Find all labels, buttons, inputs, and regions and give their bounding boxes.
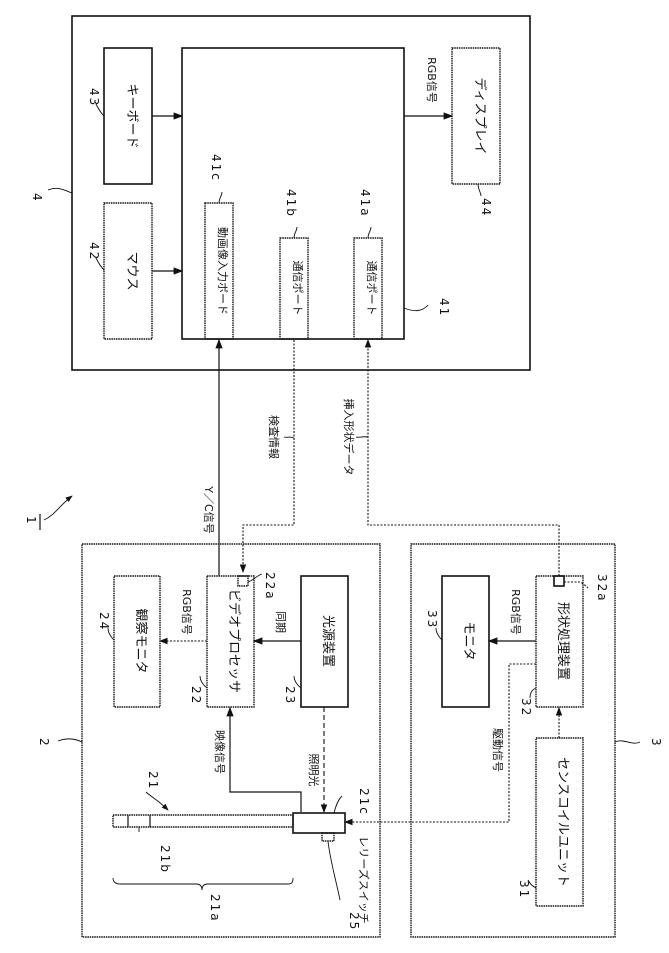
svg-text:4: 4 (30, 193, 44, 203)
mouse-label: マウス (124, 251, 139, 290)
drive-signal-label: 駆動信号 (491, 728, 505, 772)
operation-part-ref: 21c (334, 788, 371, 816)
drive-signal-line (345, 664, 536, 822)
video-processor-ref: 22 (189, 676, 207, 705)
endoscope-rgb-label: RGB信号 (180, 589, 193, 635)
svg-text:24: 24 (97, 612, 111, 631)
svg-text:21a: 21a (208, 894, 222, 923)
svg-text:41c: 41c (209, 154, 223, 182)
comm-port-a-label: 通信ポート (365, 261, 378, 316)
display-ref: 44 (478, 184, 493, 217)
shape-monitor-ref: 33 (425, 610, 442, 640)
light-source-label: 光源装置 (320, 615, 335, 667)
svg-text:22: 22 (189, 686, 203, 705)
comm-port-b-ref: 41b (284, 189, 298, 238)
exam-info-label: 検査情報 (267, 415, 281, 459)
shape-monitor-label: モニタ (461, 621, 476, 660)
display-rgb-signal-label: RGB信号 (425, 57, 438, 103)
insertion-shape-data-label: 挿入形状データ (342, 399, 356, 476)
shape-detector-ref: 3 (615, 738, 663, 748)
mouse-ref: 42 (87, 242, 104, 270)
keyboard-ref: 43 (87, 88, 104, 116)
svg-text:41: 41 (437, 298, 451, 317)
shape-rgb-label: RGB信号 (509, 589, 522, 635)
observation-monitor-ref: 24 (97, 612, 114, 640)
shape-processor-ref: 32 (519, 688, 536, 717)
svg-text:31: 31 (517, 880, 531, 899)
release-switch-body (322, 833, 334, 841)
release-switch-label: レリーズスイッチ (357, 836, 371, 923)
scope-insertion-tube (113, 815, 293, 827)
processor-port-ref: 22a (248, 572, 277, 601)
svg-text:21b: 21b (158, 845, 172, 874)
coil-ref: 21b (139, 827, 172, 874)
scope-ref: 21 (146, 771, 168, 810)
release-switch-ref: 25 レリーズスイッチ (328, 836, 371, 931)
svg-text:32: 32 (519, 698, 533, 717)
svg-text:33: 33 (425, 610, 439, 629)
insertion-shape-data-line (368, 340, 559, 576)
sense-coil-unit-label: センスコイルユニット (555, 757, 570, 887)
scope-operation-part (293, 813, 345, 833)
sync-label: 同期 (274, 611, 287, 633)
svg-text:21: 21 (146, 771, 160, 790)
comm-port-a-ref: 41a (358, 189, 372, 238)
insertion-part-ref: 21a (113, 878, 293, 923)
shape-port-32a (554, 576, 564, 586)
unit-4 (72, 16, 196, 370)
system-ref-1: 1 (24, 496, 72, 530)
image-signal-line (230, 708, 301, 812)
light-source-ref: 23 (283, 676, 301, 705)
svg-text:44: 44 (479, 198, 493, 217)
svg-text:23: 23 (283, 686, 297, 705)
shape-port-ref: 32a (564, 574, 609, 603)
svg-text:41b: 41b (284, 189, 298, 218)
image-signal-label: 映像信号 (213, 730, 226, 774)
sense-coil-unit-ref: 31 (517, 880, 536, 899)
shape-processor-label: 形状処理装置 (555, 602, 570, 680)
svg-text:21c: 21c (357, 788, 371, 816)
pc-frame (72, 16, 530, 370)
endoscope-ref: 2 (37, 738, 82, 748)
computer-ref: 4 (30, 188, 72, 202)
svg-text:1: 1 (24, 516, 38, 526)
comm-port-b-label: 通信ポート (291, 261, 304, 316)
video-processor-label: ビデオプロセッサ (226, 589, 242, 693)
pc-main-ref: 41 (404, 298, 451, 317)
observation-monitor-label: 観察モニタ (133, 608, 148, 673)
keyboard-label: キーボード (124, 83, 139, 148)
capture-board-ref: 41c (209, 154, 223, 203)
svg-text:43: 43 (87, 88, 101, 107)
svg-text:41a: 41a (358, 189, 372, 218)
yc-signal-label: Y／C信号 (202, 485, 215, 533)
svg-text:22a: 22a (263, 572, 277, 601)
capture-board-label: 動画像入力ボード (216, 227, 230, 315)
svg-text:2: 2 (37, 738, 51, 748)
display-label: ディスプレイ (472, 77, 488, 154)
illumination-label: 照明光 (307, 754, 321, 787)
svg-text:42: 42 (87, 242, 101, 261)
processor-port-22a (238, 576, 248, 586)
svg-text:32a: 32a (595, 574, 609, 603)
svg-text:3: 3 (649, 738, 663, 748)
